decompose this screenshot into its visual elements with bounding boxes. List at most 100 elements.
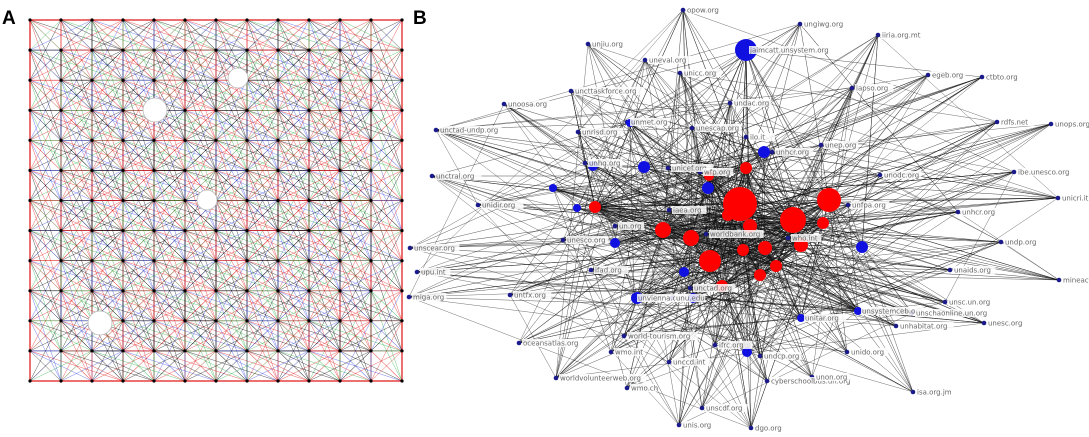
network-label-background	[695, 124, 742, 132]
lattice-node	[121, 198, 125, 203]
network-edge	[431, 175, 741, 205]
network-edge	[811, 246, 863, 378]
network-edge	[739, 49, 747, 205]
network-edge	[584, 162, 748, 353]
lattice-node	[276, 108, 280, 112]
lattice-edge	[29, 19, 62, 51]
lattice-node	[90, 229, 94, 233]
network-node	[666, 207, 672, 213]
network-edge	[705, 233, 951, 271]
network-node-label: iapso.org	[856, 85, 888, 93]
network-node-label: uneval.org	[649, 57, 686, 65]
network-node-label: unescap.org	[696, 125, 739, 133]
network-node	[818, 142, 824, 148]
lattice-edge	[153, 290, 217, 322]
lattice-node	[59, 198, 63, 203]
network-edge	[587, 43, 669, 169]
network-edge	[828, 199, 914, 393]
lattice-node	[307, 198, 311, 203]
lattice-edge	[277, 19, 341, 51]
lattice-edge	[215, 350, 279, 382]
lattice-edge	[215, 49, 279, 81]
network-edge	[683, 271, 761, 276]
network-node-label: worldbank.org	[710, 231, 760, 239]
network-edge	[626, 121, 645, 168]
lattice-node	[400, 259, 404, 263]
network-edge	[668, 151, 765, 211]
network-edge	[626, 121, 680, 426]
lattice-edge	[339, 170, 403, 201]
lattice-edge	[29, 170, 93, 201]
network-edge	[584, 49, 747, 164]
lattice-edge	[277, 140, 341, 171]
network-node-label: unops.org	[1055, 121, 1089, 129]
network-edge	[435, 129, 479, 206]
network-label-background	[630, 118, 669, 126]
network-label-background	[435, 172, 482, 180]
lattice-node	[214, 289, 218, 293]
network-edge	[408, 296, 752, 429]
lattice-edge	[184, 140, 248, 171]
network-edge	[800, 244, 914, 393]
lattice-edge	[60, 170, 124, 201]
network-edge	[626, 121, 765, 153]
network-edge	[739, 203, 946, 303]
network-edge	[570, 90, 685, 273]
lattice-edge	[29, 320, 62, 352]
lattice-edge	[277, 350, 341, 382]
network-edge	[775, 265, 813, 378]
network-node-label: iaea.org	[673, 207, 702, 215]
network-node	[429, 173, 435, 179]
lattice-edge	[122, 79, 186, 111]
lattice-edge	[308, 140, 372, 171]
network-label-background	[881, 31, 932, 39]
network-edge	[614, 203, 741, 244]
network-edge	[828, 199, 848, 353]
network-edge	[820, 123, 1052, 146]
network-edge	[408, 237, 692, 298]
lattice-edge	[277, 290, 341, 322]
lattice-edge	[246, 79, 310, 111]
lattice-node	[400, 229, 404, 233]
lattice-node	[276, 289, 280, 293]
lattice-node	[59, 18, 63, 22]
lattice-edge	[91, 350, 124, 382]
lattice-edge	[29, 230, 93, 261]
lattice-edge	[91, 320, 155, 352]
network-edge	[742, 249, 802, 319]
lattice-node	[214, 138, 218, 142]
network-edge	[636, 229, 664, 299]
network-node-label: unmet.org	[631, 119, 667, 127]
lattice-edge	[184, 350, 217, 382]
lattice-node	[59, 289, 63, 293]
lattice-node	[152, 259, 156, 263]
network-node-label: unesc.org	[988, 320, 1022, 328]
lattice-edge	[339, 200, 403, 231]
network-edge	[552, 187, 612, 353]
lattice-node	[28, 48, 32, 52]
lattice-edge	[153, 170, 217, 201]
network-edge	[714, 285, 723, 346]
lattice-edge	[60, 19, 124, 51]
lattice-edge	[339, 79, 403, 111]
network-hub-node	[754, 269, 766, 281]
lattice-node	[369, 168, 373, 172]
network-edge	[623, 297, 638, 337]
network-node	[712, 342, 718, 348]
network-node-label: unoosa.org	[508, 101, 547, 109]
lattice-node	[121, 78, 125, 82]
network-edge	[944, 171, 1015, 303]
network-edge	[576, 207, 777, 267]
network-node	[875, 32, 881, 38]
network-edge	[792, 219, 1060, 281]
lattice-node	[400, 138, 404, 142]
lattice-edge	[277, 49, 341, 81]
lattice-edge	[122, 19, 186, 51]
network-edge	[759, 34, 879, 276]
network-edge	[708, 175, 830, 201]
network-edge	[409, 207, 578, 249]
network-label-background	[754, 424, 785, 432]
network-node	[893, 323, 899, 329]
lattice-edge	[29, 19, 93, 51]
network-edge	[408, 103, 505, 298]
